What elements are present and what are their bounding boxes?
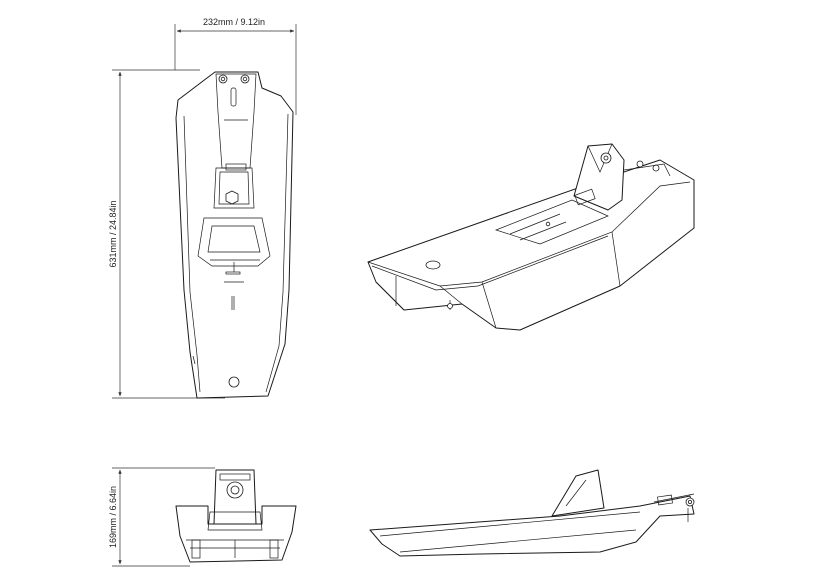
top-view-outline (175, 71, 294, 399)
height-label: 169mm / 6.64in (108, 486, 118, 548)
side-view (369, 469, 695, 557)
width-dimension: 232mm / 9.12in (174, 17, 297, 115)
length-label: 631mm / 24.84in (108, 200, 118, 267)
iso-outline (367, 159, 695, 331)
top-view: 232mm / 9.12in 631mm / 24.84in (108, 17, 297, 399)
drain-hole (228, 376, 240, 388)
iso-drain-hole (425, 260, 441, 270)
width-label: 232mm / 9.12in (203, 17, 265, 27)
side-view-outline (369, 495, 695, 557)
side-bracket (551, 469, 605, 517)
isometric-view (367, 143, 695, 331)
front-view: 169mm / 6.64in (108, 467, 297, 567)
height-dimension: 169mm / 6.64in (108, 467, 215, 567)
